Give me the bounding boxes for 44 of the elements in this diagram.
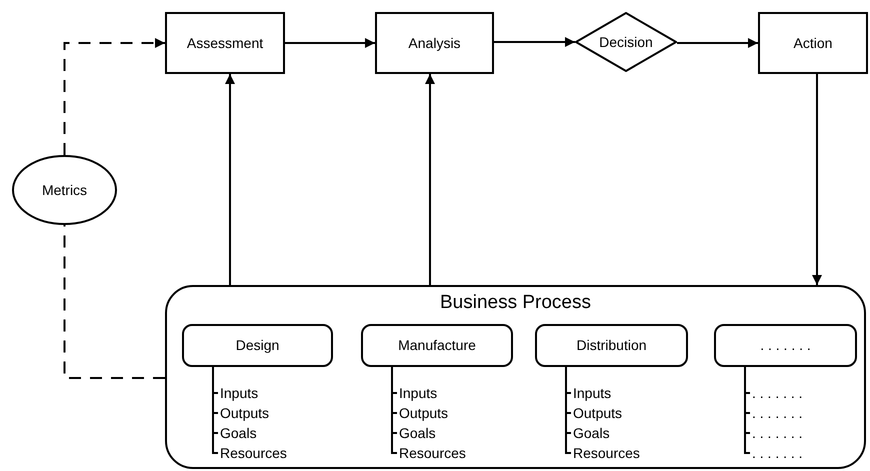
attribute-item: Inputs [573, 385, 612, 401]
attribute-item: Inputs [220, 385, 258, 401]
attribute-item: Goals [220, 425, 257, 441]
attribute-item: . . . . . . . [752, 405, 803, 421]
attribute-item: . . . . . . . [752, 445, 803, 461]
attribute-item: Outputs [573, 405, 622, 421]
process-box [165, 12, 285, 74]
process-box [375, 12, 494, 74]
stage-box [361, 324, 513, 367]
arrow [494, 37, 575, 47]
connector-line [64, 225, 165, 379]
attribute-item: . . . . . . . [752, 425, 803, 441]
stage-box [714, 324, 857, 367]
arrow [225, 74, 235, 285]
attribute-item: Outputs [220, 405, 270, 421]
arrow [677, 38, 758, 48]
attribute-item: Resources [220, 445, 287, 461]
attribute-item: Goals [399, 425, 436, 441]
attribute-item: Goals [573, 425, 610, 441]
stage-box [182, 324, 333, 367]
node-label: . . . . . . . [760, 336, 811, 355]
arrow [812, 74, 822, 285]
decision-diamond [575, 12, 677, 72]
stage-box [535, 324, 688, 367]
node-label: Analysis [408, 34, 461, 53]
arrow [64, 38, 165, 155]
node-label: Design [236, 336, 280, 355]
process-box [758, 12, 868, 74]
arrow [425, 74, 435, 285]
node-label: Action [794, 34, 832, 52]
attribute-item: Resources [573, 445, 640, 461]
attribute-item: . . . . . . . [752, 385, 803, 401]
arrow [285, 38, 375, 48]
attribute-item: Outputs [399, 405, 448, 421]
container-title: Business Process [438, 291, 592, 315]
node-label: Assessment [186, 34, 264, 52]
node-label: Distribution [576, 336, 647, 355]
metrics-ellipse [12, 155, 117, 225]
attribute-item: Resources [399, 445, 466, 461]
node-label: Decision [599, 32, 653, 52]
process-container [165, 285, 866, 469]
node-label: Manufacture [398, 336, 476, 355]
attribute-item: Inputs [399, 385, 438, 401]
node-label: Metrics [42, 180, 88, 200]
